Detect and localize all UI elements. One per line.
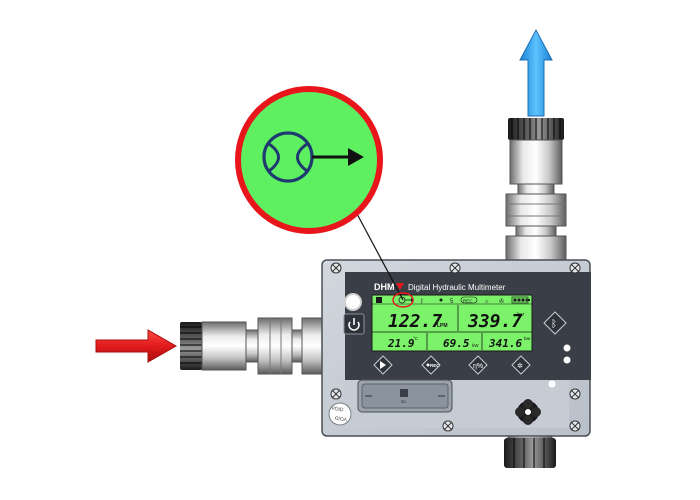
lcd-pressure2-value: 341.6 [488,337,522,350]
lcd-sun-icon: ☼ [484,299,490,305]
selector-knob[interactable] [515,399,541,425]
power-icon [348,318,360,331]
efficiency-button[interactable]: η% [468,355,488,375]
lcd-pressure-value: 339.7 [467,311,522,332]
sd-card-slot: SD [357,379,453,413]
lcd-pressure2-unit: bar [524,336,531,341]
efficiency-button-label: η% [473,363,483,370]
inlet-fitting [180,317,325,375]
lcd-temp-value: 21.9 [387,337,415,350]
pump-icon: ✲ [517,362,523,370]
void-seal: VOID VOID [328,402,352,426]
device-title: Digital Hydraulic Multimeter [408,283,506,292]
lcd-battery-icon [511,296,530,304]
flow-direction-icon [262,131,364,183]
rec-button[interactable]: REC [421,355,441,375]
lcd-power-value: 69.5 [443,337,470,350]
power-button[interactable] [343,313,365,335]
outlet-flow-arrow [519,28,553,117]
lcd-wrench-icon: ✇ [499,298,504,305]
lcd-bluetooth-icon: ᛒ [420,298,424,305]
bluetooth-button[interactable]: ᛒ [543,311,567,335]
pump-button[interactable]: ✲ [511,355,531,375]
svg-text:VOID: VOID [331,405,344,413]
lcd-pressure-unit: bar [517,312,525,318]
rec-button-label: REC [430,363,440,368]
bluetooth-icon: ᛒ [551,319,557,330]
flow-direction-callout [235,86,383,234]
status-led-2 [563,356,571,364]
screws [330,262,581,432]
lcd-temp-unit: °C [413,336,419,341]
outlet-fitting [505,118,567,261]
callout-leader-line [355,211,404,301]
sd-slot-label: SD [401,400,406,404]
callout-target-ring [392,292,414,308]
status-led-3 [548,380,556,388]
lcd-status-count: 5 [450,299,454,305]
status-led-1 [563,344,571,352]
lcd-power-unit: kW [472,343,479,348]
ring-indicator-led [344,293,362,311]
lcd-dot-indicator [439,298,443,302]
inlet-flow-arrow [95,329,178,363]
arrow-button[interactable] [373,355,393,375]
sd-card-icon [376,297,382,303]
svg-text:VOID: VOID [334,414,347,422]
lcd-flow-value: 122.7 [388,311,442,332]
lcd-rec-indicator: REC [463,299,473,304]
brand-logo: DHM [374,282,395,292]
lcd-flow-unit: LPM [437,323,448,329]
lcd-display: ᛒ 5 REC ☼ ✇ 122.7 LPM 339.7 bar 21.9 °C … [371,294,533,352]
brand-mark [396,283,404,290]
